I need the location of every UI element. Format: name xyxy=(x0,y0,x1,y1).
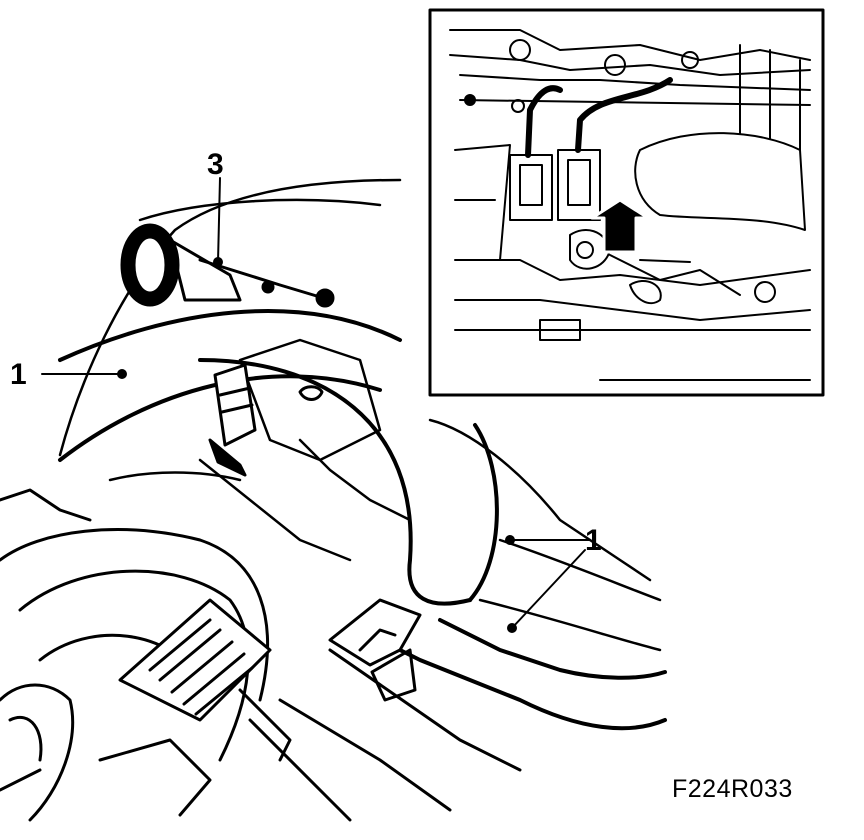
hose-1-left xyxy=(58,309,402,462)
callout-label-1-right: 1 xyxy=(585,524,602,557)
inset-engine-detail xyxy=(449,29,811,381)
sensor-3 xyxy=(120,223,335,308)
engine-bay-background xyxy=(58,178,662,652)
hose-clamp xyxy=(328,598,422,702)
throttle-body xyxy=(0,488,522,822)
hose-1-right xyxy=(198,358,667,731)
figure-code: F224R033 xyxy=(672,775,793,803)
callout-leaders xyxy=(41,177,591,633)
callout-label-1-left: 1 xyxy=(10,358,27,391)
callout-label-3: 3 xyxy=(207,148,224,181)
connector-middle xyxy=(208,363,324,477)
up-arrow-icon xyxy=(590,198,650,254)
